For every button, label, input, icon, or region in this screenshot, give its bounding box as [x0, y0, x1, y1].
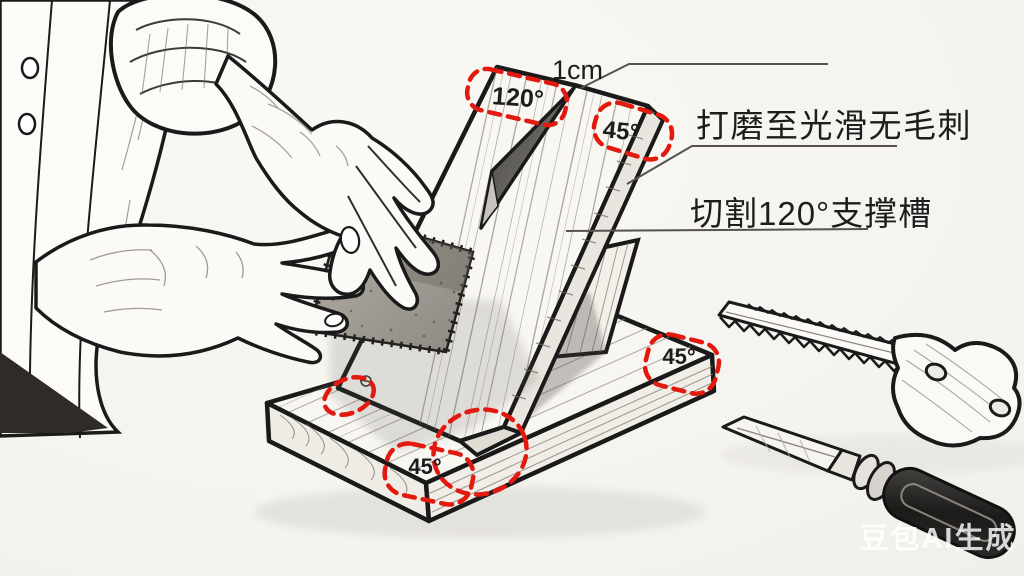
callout-oval-45-right [642, 332, 722, 396]
red-dashed-callouts [322, 66, 722, 507]
label-angle-45-base-right: 45° [662, 344, 695, 369]
leader-lines [565, 63, 897, 232]
hand-saw [717, 300, 1022, 448]
label-gap-1cm: 1cm [552, 55, 603, 85]
saw-teeth-top [747, 303, 905, 347]
labels: 1cm 120° 45° 45° 45° 打磨至光滑无毛刺 切割120°支撑槽 [408, 55, 972, 479]
thumbnail [339, 226, 361, 254]
watermark-text: 豆包AI生成 [859, 521, 1016, 555]
leader-sanding [626, 145, 897, 185]
base-endgrain [279, 414, 408, 497]
finger-separations [347, 145, 421, 287]
chisel [721, 415, 1016, 560]
callout-oval-45-top [591, 100, 675, 162]
shirt-shadow [0, 352, 108, 433]
label-angle-45-top: 45° [601, 116, 640, 147]
label-angle-120: 120° [491, 82, 545, 114]
shirt-sleeve [0, 0, 278, 439]
callout-oval-120 [464, 66, 570, 128]
hand-wrinkles [89, 245, 244, 313]
leader-groove [565, 228, 869, 232]
saw-handle-hole [988, 398, 1012, 418]
right-hand [214, 54, 440, 311]
fingernail [324, 312, 344, 328]
saw-handle-hole [924, 362, 948, 382]
note-groove: 切割120°支撑槽 [690, 195, 932, 232]
chisel-handle [882, 466, 1016, 560]
saw-handle [891, 332, 1022, 448]
shirt-button [17, 112, 37, 136]
leader-gap [580, 63, 828, 89]
saw-teeth-bottom [719, 316, 901, 373]
label-angle-45-base-front: 45° [408, 454, 441, 479]
shirt-button [20, 56, 40, 80]
callout-oval-board-foot [431, 407, 529, 497]
left-hand [34, 223, 366, 365]
callout-oval-board-corner [322, 374, 376, 418]
note-sanding: 打磨至光滑无毛刺 [696, 107, 972, 144]
